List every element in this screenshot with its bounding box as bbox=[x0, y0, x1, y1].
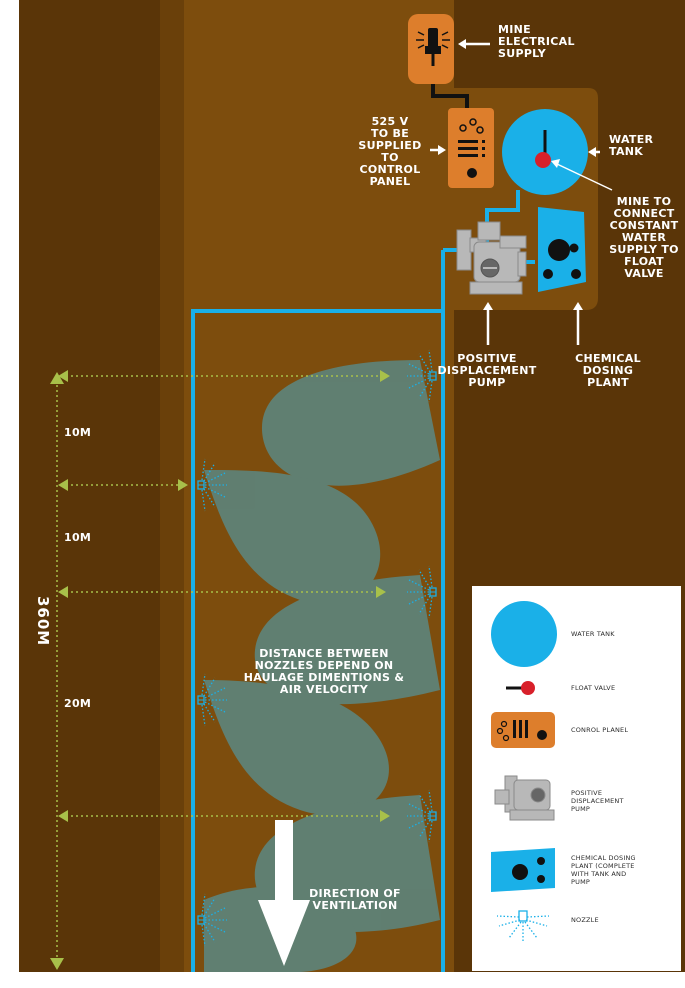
dosing-plant-label: CHEMICAL DOSING PLANT bbox=[575, 352, 641, 389]
legend-water-tank: WATER TANK bbox=[571, 630, 615, 638]
water-pipe-loop bbox=[191, 309, 445, 972]
pump-label: POSITIVE DISPLACEMENT PUMP bbox=[437, 352, 537, 389]
ventilation-arrow bbox=[258, 820, 310, 966]
annotation-arrows bbox=[430, 39, 613, 345]
legend-float-valve: FLOAT VALVE bbox=[571, 684, 616, 692]
legend-dosing-plant: CHEMICAL DOSING PLANT (COMPLETE WITH TAN… bbox=[571, 854, 636, 886]
spray-plumes bbox=[204, 360, 440, 972]
dosing-plant-icon bbox=[538, 207, 586, 292]
legend-control-panel: CONROL PLANEL bbox=[571, 726, 629, 734]
dimension-lines bbox=[50, 370, 390, 970]
legend-pump: POSITIVE DISPLACEMENT PUMP bbox=[571, 789, 624, 813]
mine-electrical-supply-label: MINE ELECTRICAL SUPPLY bbox=[498, 23, 575, 60]
electrical-supply-icon bbox=[408, 14, 454, 84]
ventilation-direction-label: DIRECTION OF VENTILATION bbox=[309, 887, 401, 912]
control-panel-icon bbox=[448, 108, 494, 188]
mine-connect-label: MINE TO CONNECT CONSTANT WATER SUPPLY TO… bbox=[609, 195, 679, 280]
nozzle-distance-note: DISTANCE BETWEEN NOZZLES DEPEND ON HAULA… bbox=[243, 647, 405, 696]
water-tank-icon bbox=[502, 109, 588, 195]
water-tank-label: WATER TANK bbox=[609, 133, 654, 158]
voltage-label: 525 V TO BE SUPPLIED TO CONTROL PANEL bbox=[358, 115, 422, 188]
spacing-label-1: 10M bbox=[64, 426, 92, 439]
legend-icons bbox=[491, 601, 557, 942]
spacing-label-2: 10M bbox=[64, 531, 92, 544]
total-length-label: 360M bbox=[34, 596, 52, 647]
legend-nozzle: NOZZLE bbox=[571, 916, 599, 924]
pump-icon bbox=[456, 221, 527, 295]
spacing-label-3: 20M bbox=[64, 697, 92, 710]
